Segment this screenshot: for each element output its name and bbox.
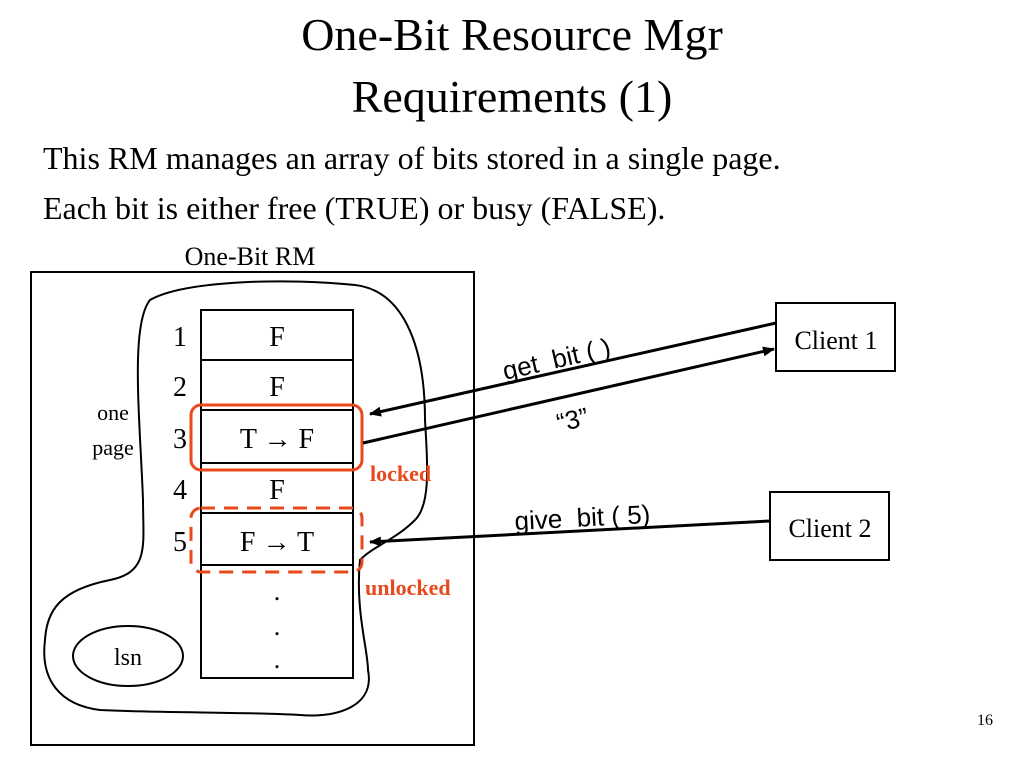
page-label-line-2: page — [92, 435, 134, 460]
give-bit-arrow — [369, 519, 771, 547]
ellipsis-dot: . — [274, 612, 281, 641]
slide-title-line-1: One-Bit Resource Mgr — [301, 9, 723, 60]
locked-label: locked — [370, 461, 431, 486]
rm-label: One-Bit RM — [185, 242, 316, 271]
bit-value: T → F — [240, 424, 314, 455]
get-bit-arrow — [369, 321, 777, 417]
slide-number: 16 — [977, 712, 993, 729]
bit-index: 2 — [173, 372, 187, 403]
rm-box — [30, 271, 475, 746]
slide-title-line-2: Requirements (1) — [351, 71, 673, 122]
lsn-label: lsn — [114, 645, 142, 671]
page-outline — [43, 280, 429, 717]
give-bit-label: give_bit ( 5) — [514, 499, 651, 536]
bit-index: 5 — [173, 527, 187, 558]
body-text-line-1: This RM manages an array of bits stored … — [43, 140, 781, 176]
ellipsis-dot: . — [274, 577, 281, 606]
client-2-label: Client 2 — [788, 514, 871, 543]
page-label-line-1: one — [97, 400, 129, 425]
bit-value: F — [269, 322, 285, 353]
bit-index: 1 — [173, 322, 187, 353]
client-1-box — [775, 302, 896, 372]
client-2-box — [769, 491, 890, 561]
bit-value: F — [269, 475, 285, 506]
bit-array — [200, 309, 354, 679]
locked-highlight — [189, 403, 364, 472]
get-bit-label: get_bit ( ) — [500, 332, 614, 386]
bit-index: 3 — [173, 424, 187, 455]
client-1-label: Client 1 — [794, 326, 877, 355]
bit-index: 4 — [173, 475, 187, 506]
ellipsis-dot: . — [274, 645, 281, 674]
return-value-label: “3” — [554, 401, 592, 437]
unlocked-highlight — [189, 506, 364, 574]
body-text-line-2: Each bit is either free (TRUE) or busy (… — [43, 190, 666, 226]
unlocked-label: unlocked — [365, 575, 451, 600]
bit-value: F — [269, 372, 285, 403]
bit-value: F → T — [240, 527, 314, 558]
return-arrow — [362, 346, 775, 445]
lsn-ellipse — [72, 625, 184, 687]
